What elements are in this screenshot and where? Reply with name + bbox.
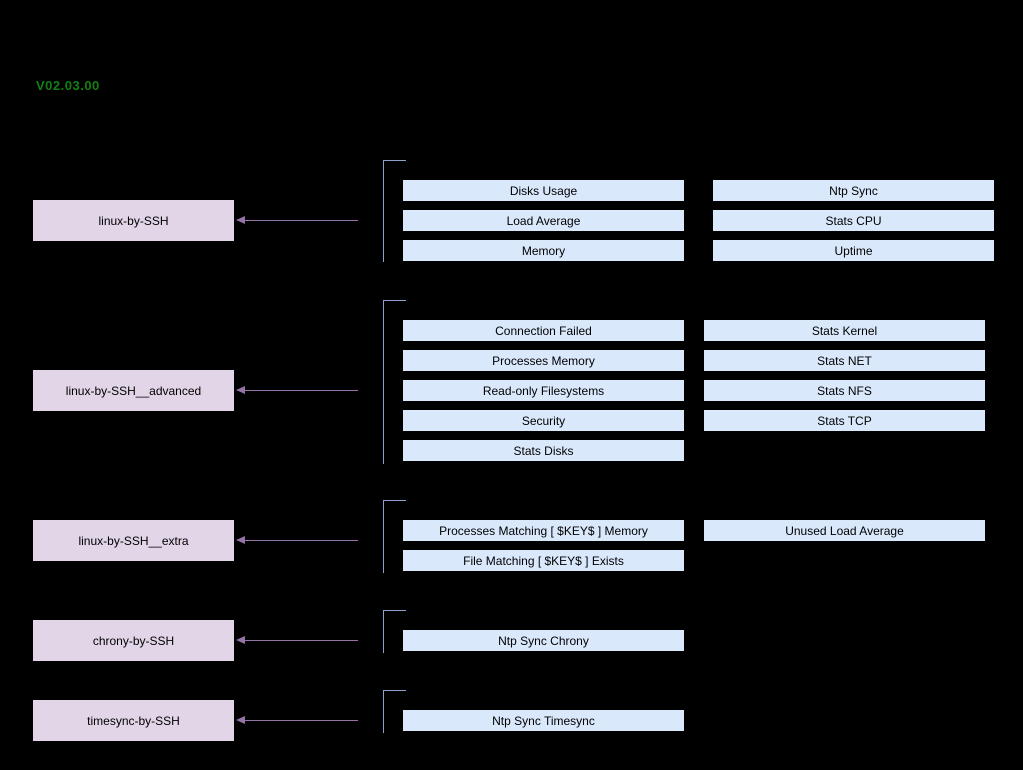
item-node: Load Average (403, 210, 684, 231)
item-node: Ntp Sync Chrony (403, 630, 684, 651)
item-node: Processes Matching [ $KEY$ ] Memory (403, 520, 684, 541)
item-node: File Matching [ $KEY$ ] Exists (403, 550, 684, 571)
template-node-chrony-by-ssh: chrony-by-SSH (33, 620, 234, 661)
item-node: Uptime (713, 240, 994, 261)
arrow-line (244, 720, 358, 721)
mapping-arrow (236, 716, 358, 725)
group-bracket (383, 300, 406, 464)
item-node: Stats CPU (713, 210, 994, 231)
group-bracket (383, 610, 406, 653)
item-node: Security (403, 410, 684, 431)
arrowhead-left-icon (236, 216, 245, 224)
group-bracket (383, 160, 406, 262)
item-node: Ntp Sync (713, 180, 994, 201)
mapping-arrow (236, 216, 358, 225)
arrow-line (244, 640, 358, 641)
mapping-arrow (236, 386, 358, 395)
arrow-line (244, 220, 358, 221)
arrow-line (244, 540, 358, 541)
item-node: Read-only Filesystems (403, 380, 684, 401)
item-node: Memory (403, 240, 684, 261)
arrowhead-left-icon (236, 636, 245, 644)
template-node-linux-by-ssh-advanced: linux-by-SSH__advanced (33, 370, 234, 411)
group-bracket (383, 690, 406, 733)
group-bracket (383, 500, 406, 573)
item-node: Stats Disks (403, 440, 684, 461)
arrow-line (244, 390, 358, 391)
item-node: Unused Load Average (704, 520, 985, 541)
template-node-linux-by-ssh-extra: linux-by-SSH__extra (33, 520, 234, 561)
version-label: V02.03.00 (36, 78, 100, 93)
item-node: Stats TCP (704, 410, 985, 431)
arrowhead-left-icon (236, 716, 245, 724)
arrowhead-left-icon (236, 386, 245, 394)
item-node: Ntp Sync Timesync (403, 710, 684, 731)
item-node: Stats NFS (704, 380, 985, 401)
item-node: Stats Kernel (704, 320, 985, 341)
arrowhead-left-icon (236, 536, 245, 544)
item-node: Stats NET (704, 350, 985, 371)
mapping-arrow (236, 636, 358, 645)
template-node-linux-by-ssh: linux-by-SSH (33, 200, 234, 241)
template-node-timesync-by-ssh: timesync-by-SSH (33, 700, 234, 741)
item-node: Processes Memory (403, 350, 684, 371)
item-node: Disks Usage (403, 180, 684, 201)
mapping-arrow (236, 536, 358, 545)
item-node: Connection Failed (403, 320, 684, 341)
